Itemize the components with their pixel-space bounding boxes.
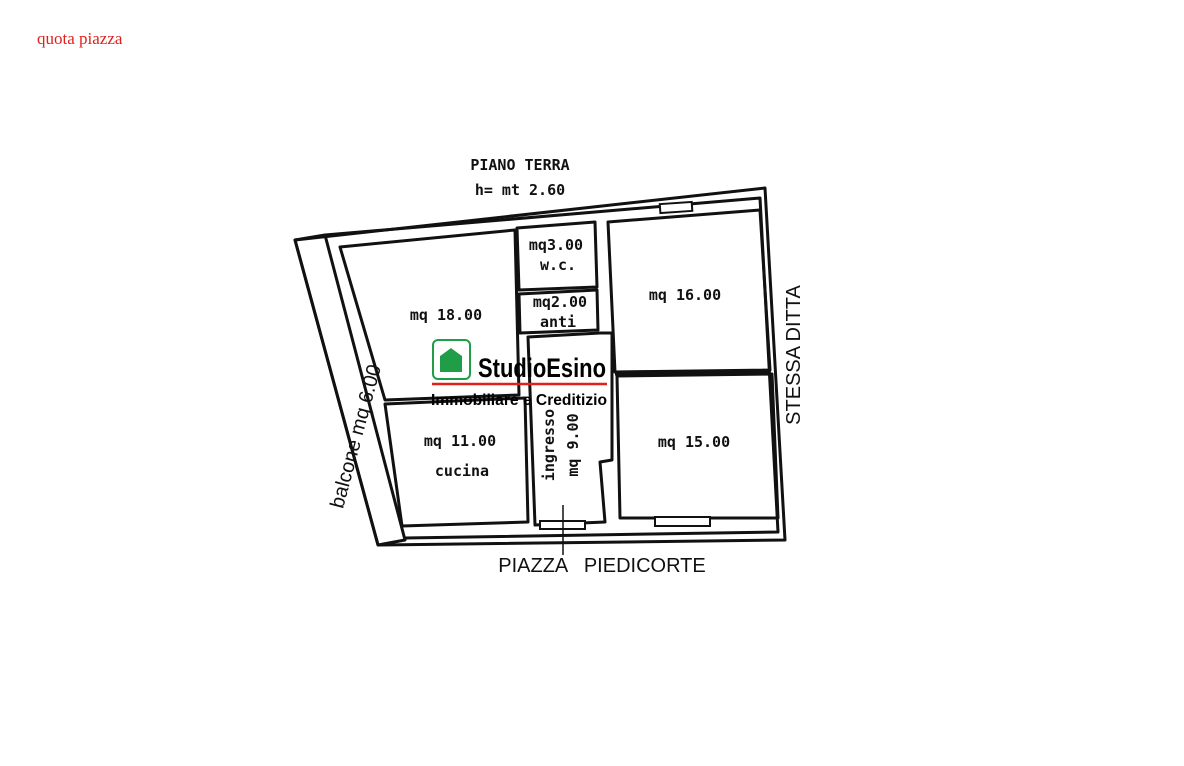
room-ne-area: mq 16.00 [649,286,721,304]
kitchen-name: cucina [435,462,489,480]
logo-tagline: Immobiliare e Creditizio [431,392,607,409]
living-area: mq 18.00 [410,306,482,324]
entrance-name: ingresso [540,409,558,481]
partition [614,369,771,376]
wc-area: mq3.00 [529,236,583,254]
room-living [338,228,521,402]
plan-height: h= mt 2.60 [475,181,565,199]
quota-piazza-label: quota piazza [37,29,123,48]
balcony [293,233,407,547]
kitchen-area: mq 11.00 [424,432,496,450]
house-icon [440,348,462,372]
logo-brand: StudioEsino [478,353,606,383]
wc-name: w.c. [540,256,576,274]
room-anti [517,288,600,335]
entrance-area: mq 9.00 [564,413,582,476]
east-label: STESSA DITTA [783,285,805,425]
room-se-area: mq 15.00 [658,433,730,451]
window [658,200,694,215]
south-label: PIAZZA PIEDICORTE [498,555,705,577]
plan-title: PIANO TERRA [470,156,569,174]
anti-name: anti [540,313,576,331]
window [654,516,711,527]
room-wc [515,220,599,292]
anti-area: mq2.00 [533,293,587,311]
room-ne [606,208,772,374]
room-kitchen [383,396,530,528]
studioesino-logo: StudioEsino Immobiliare e Creditizio [431,339,607,409]
